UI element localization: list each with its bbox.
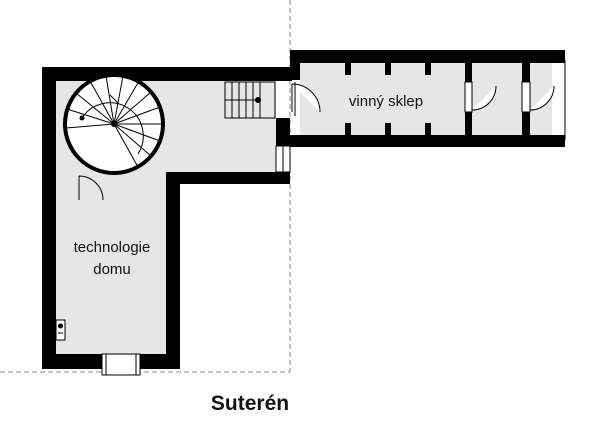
wall-storage-divider-upper [522, 50, 530, 82]
wall-hall-right-lower [276, 118, 290, 146]
plan-title: Suterén [211, 392, 289, 415]
room-label-wine-cellar: vinný sklep [349, 93, 423, 110]
wall-cellar-top [290, 50, 565, 63]
walls [42, 50, 565, 369]
floor-wine-cellar [300, 63, 465, 135]
floor-technology-room [56, 172, 166, 354]
door-wine-cellar [291, 83, 321, 113]
spiral-stair-treads [65, 75, 163, 168]
spiral-stair-arrow [109, 94, 120, 105]
straight-stair [224, 81, 276, 119]
electric-panel-icon [55, 319, 66, 341]
wall-bottom-left [42, 354, 102, 369]
rack-pier-top-1 [345, 63, 351, 75]
wall-cellar-divider-lower [465, 112, 472, 147]
rack-pier-bottom-3 [425, 123, 431, 135]
spiral-stair-walk-line [81, 102, 144, 155]
spiral-stair-start-dot [79, 115, 85, 121]
wall-hall-right-upper [276, 67, 290, 80]
wall-cellar-left [290, 50, 300, 80]
wall-technology-right [166, 172, 180, 369]
rack-pier-top-2 [385, 63, 391, 75]
room-label-technology-line2: domu [93, 261, 131, 278]
window-technology-room [101, 353, 141, 376]
window-storage-1 [464, 81, 473, 113]
wall-cellar-bottom [290, 135, 565, 147]
window-storage-2 [521, 81, 531, 113]
door-technology-room [78, 175, 104, 201]
windows [101, 60, 566, 376]
room-label-technology-line1: technologie [74, 239, 151, 256]
wall-left [42, 67, 56, 369]
wall-hall-bottom [166, 172, 290, 184]
rack-pier-top-3 [425, 63, 431, 75]
rack-pier-bottom-2 [385, 123, 391, 135]
wall-top [42, 67, 292, 81]
spiral-staircase [63, 73, 165, 175]
wall-storage-divider-lower [522, 112, 530, 147]
rack-pier-bottom-1 [345, 123, 351, 135]
wall-cellar-divider-upper [465, 50, 472, 82]
